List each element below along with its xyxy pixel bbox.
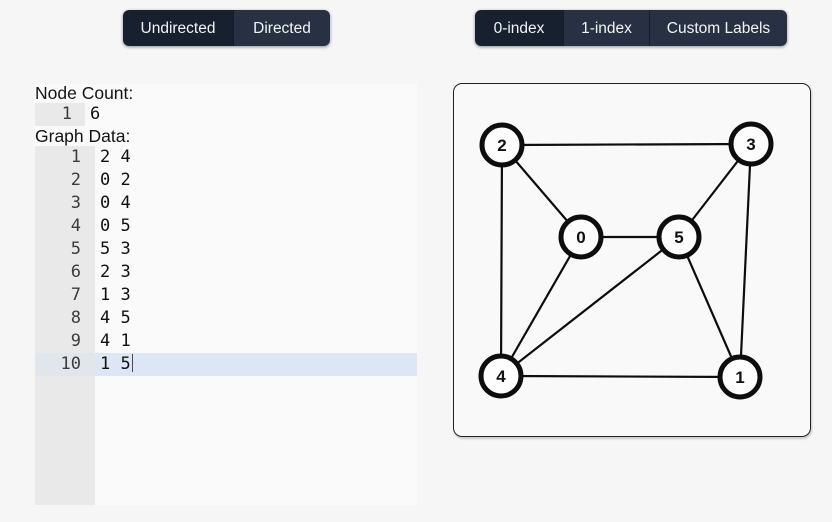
toggle-1-index[interactable]: 1-index	[564, 10, 650, 46]
line-content[interactable]: 0 2	[100, 170, 131, 190]
graph-edge	[738, 142, 753, 379]
line-content[interactable]: 0 5	[100, 216, 131, 236]
line-number: 5	[35, 238, 95, 261]
graph-edge	[499, 374, 742, 379]
graph-edge	[500, 142, 753, 147]
line-content[interactable]: 4 5	[100, 308, 131, 328]
graph-edge	[499, 143, 504, 378]
line-number: 3	[35, 192, 95, 215]
toggle-directed[interactable]: Directed	[234, 10, 330, 46]
line-number: 7	[35, 284, 95, 307]
graph-data-label: Graph Data:	[35, 126, 131, 146]
editor-gutter-tail	[35, 376, 95, 505]
node-count-label: Node Count:	[35, 83, 134, 103]
line-content[interactable]: 1 5	[95, 353, 417, 376]
line-content[interactable]: 2 4	[100, 147, 131, 167]
line-number: 1	[35, 146, 95, 169]
line-number: 8	[35, 307, 95, 330]
line-number: 6	[35, 261, 95, 284]
graph-node-1[interactable]	[717, 354, 763, 400]
line-number: 1	[35, 103, 85, 126]
line-content[interactable]: 5 3	[100, 239, 131, 259]
graph-edge	[677, 235, 742, 379]
line-content[interactable]: 4 1	[100, 331, 131, 351]
graph-node-5[interactable]	[656, 214, 702, 260]
line-content[interactable]: 2 3	[100, 262, 131, 282]
graph-node-0[interactable]	[558, 214, 604, 260]
graph-node-2[interactable]	[479, 122, 525, 168]
line-number: 2	[35, 169, 95, 192]
text-cursor	[131, 354, 134, 372]
line-content[interactable]: 6	[90, 104, 101, 124]
graph-node-4[interactable]	[478, 353, 524, 399]
line-number: 9	[35, 330, 95, 353]
line-number: 4	[35, 215, 95, 238]
line-number: 10	[35, 353, 95, 376]
toggle-custom-labels[interactable]: Custom Labels	[650, 10, 787, 46]
graph-edge	[499, 235, 583, 378]
graph-edge	[499, 235, 681, 378]
line-content[interactable]: 1 3	[100, 285, 131, 305]
line-content[interactable]: 0 4	[100, 193, 131, 213]
toggle-undirected[interactable]: Undirected	[123, 10, 234, 46]
toggle-0-index[interactable]: 0-index	[475, 10, 564, 46]
graph-node-3[interactable]	[728, 121, 774, 167]
